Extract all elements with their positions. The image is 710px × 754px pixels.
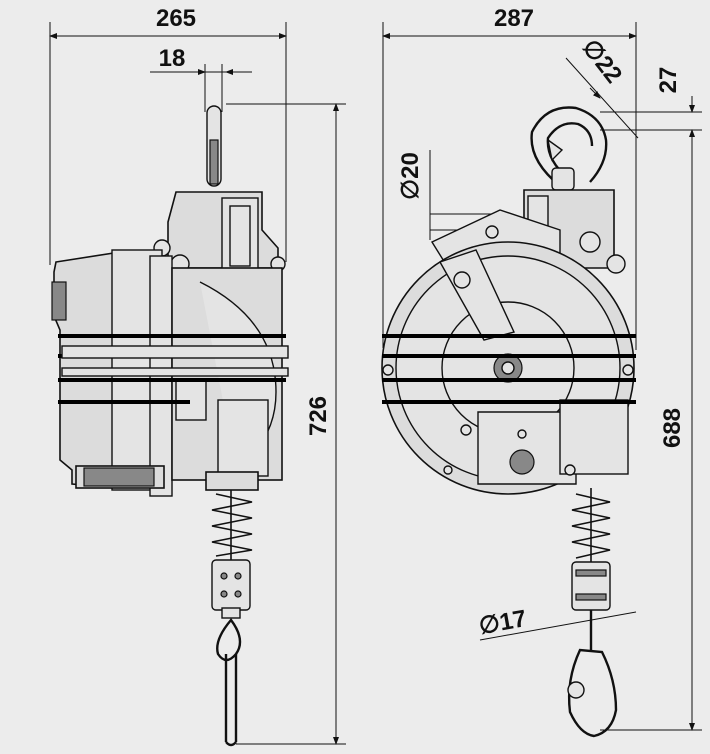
front-view <box>381 22 702 738</box>
dim-side-height: 726 <box>305 396 332 436</box>
dim-front-hook-top: 27 <box>655 67 682 94</box>
dim-front-height: 688 <box>659 408 686 448</box>
dim-side-hook: 18 <box>159 45 186 72</box>
dim-front-hook-dia: ∅22 <box>577 34 628 88</box>
side-view <box>49 22 346 747</box>
dim-front-carabiner: ∅17 <box>477 605 529 640</box>
dim-front-width: 287 <box>494 5 534 32</box>
dim-front-eye-dia: ∅20 <box>397 152 424 200</box>
dim-side-width: 265 <box>156 5 196 32</box>
